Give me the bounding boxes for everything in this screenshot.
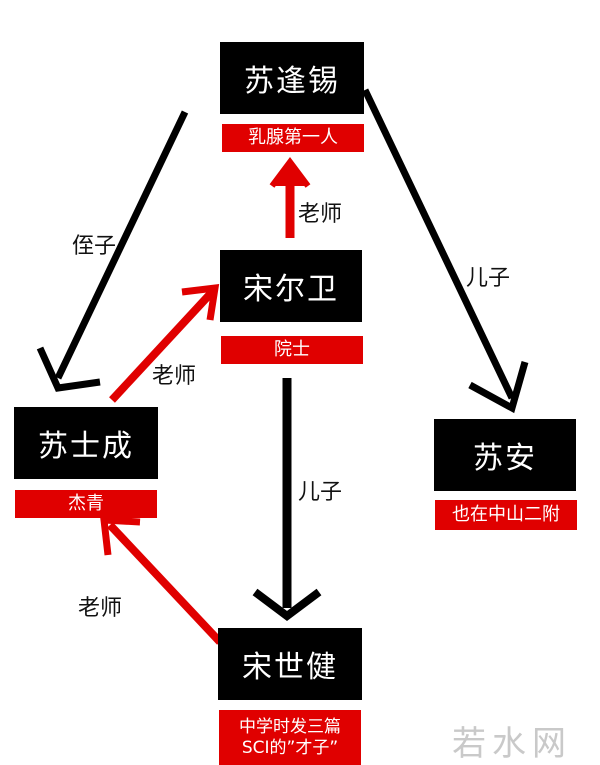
node-song-erwei: 宋尔卫	[220, 250, 362, 322]
label-son-su-an: 儿子	[466, 266, 511, 291]
tag-su-fengxi: 乳腺第一人	[222, 124, 364, 152]
arrow-nephew	[54, 110, 189, 380]
label-son-song-shijian: 儿子	[298, 480, 343, 505]
arrowhead-son-song-shijian	[252, 588, 322, 621]
tag-song-shijian-line2: SCI的”才子”	[241, 737, 339, 758]
arrow-son-su-an	[361, 88, 516, 400]
arrowhead-son-su-an	[468, 361, 529, 414]
node-su-an: 苏安	[434, 419, 576, 491]
label-teacher-mid: 老师	[152, 364, 197, 389]
watermark: 若水网	[452, 724, 572, 764]
tag-song-shijian-line1: 中学时发三篇	[239, 717, 341, 738]
arrow-teacher-bottom	[107, 522, 223, 645]
arrowhead-teacher-mid	[181, 283, 220, 321]
node-su-shicheng: 苏士成	[14, 407, 158, 479]
node-song-shijian: 宋世健	[218, 628, 362, 700]
tag-song-shijian: 中学时发三篇 SCI的”才子”	[219, 710, 361, 765]
arrowhead-nephew	[36, 346, 101, 392]
arrowhead-teacher-top	[269, 157, 311, 188]
tag-su-an: 也在中山二附	[435, 500, 577, 530]
tag-su-shicheng: 杰青	[15, 490, 157, 518]
tag-song-erwei: 院士	[221, 336, 363, 364]
label-nephew: 侄子	[72, 234, 117, 259]
arrowhead-teacher-bottom	[100, 516, 141, 556]
node-su-fengxi: 苏逢锡	[220, 42, 364, 114]
label-teacher-top: 老师	[298, 202, 343, 227]
label-teacher-bottom: 老师	[78, 596, 123, 621]
arrow-teacher-mid	[109, 289, 215, 403]
